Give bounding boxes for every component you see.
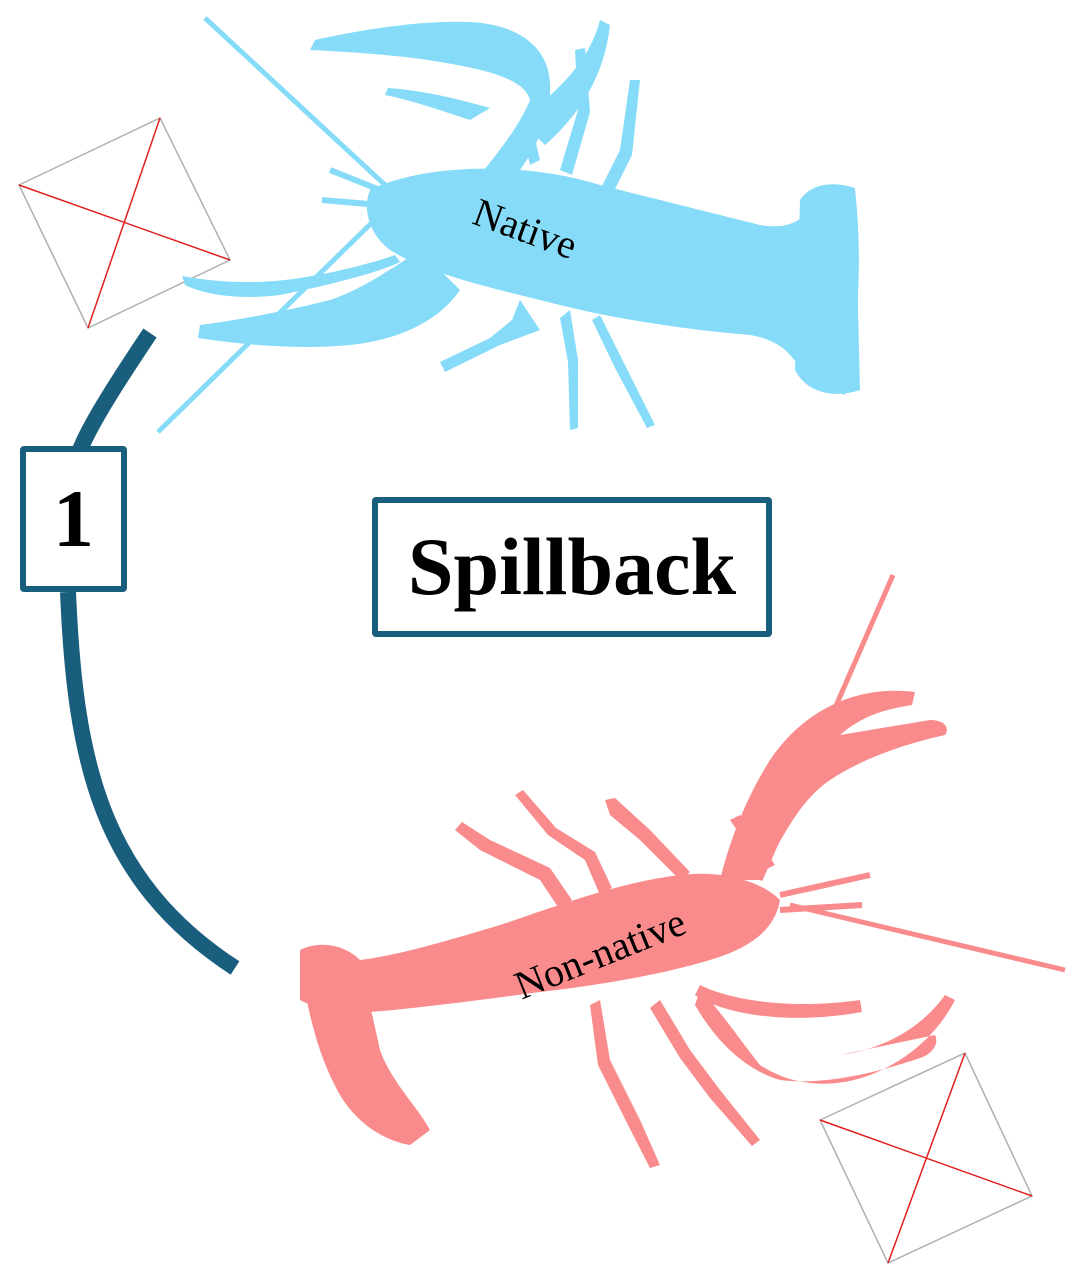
non-native-crayfish-icon bbox=[300, 575, 1065, 1168]
image-placeholder-icon bbox=[19, 118, 230, 328]
title-box: Spillback bbox=[372, 497, 772, 637]
diagram-title: Spillback bbox=[408, 526, 736, 608]
image-placeholder-icon bbox=[820, 1053, 1032, 1263]
step-number: 1 bbox=[53, 478, 94, 560]
step-number-box: 1 bbox=[20, 446, 127, 592]
cycle-arc bbox=[68, 333, 235, 968]
